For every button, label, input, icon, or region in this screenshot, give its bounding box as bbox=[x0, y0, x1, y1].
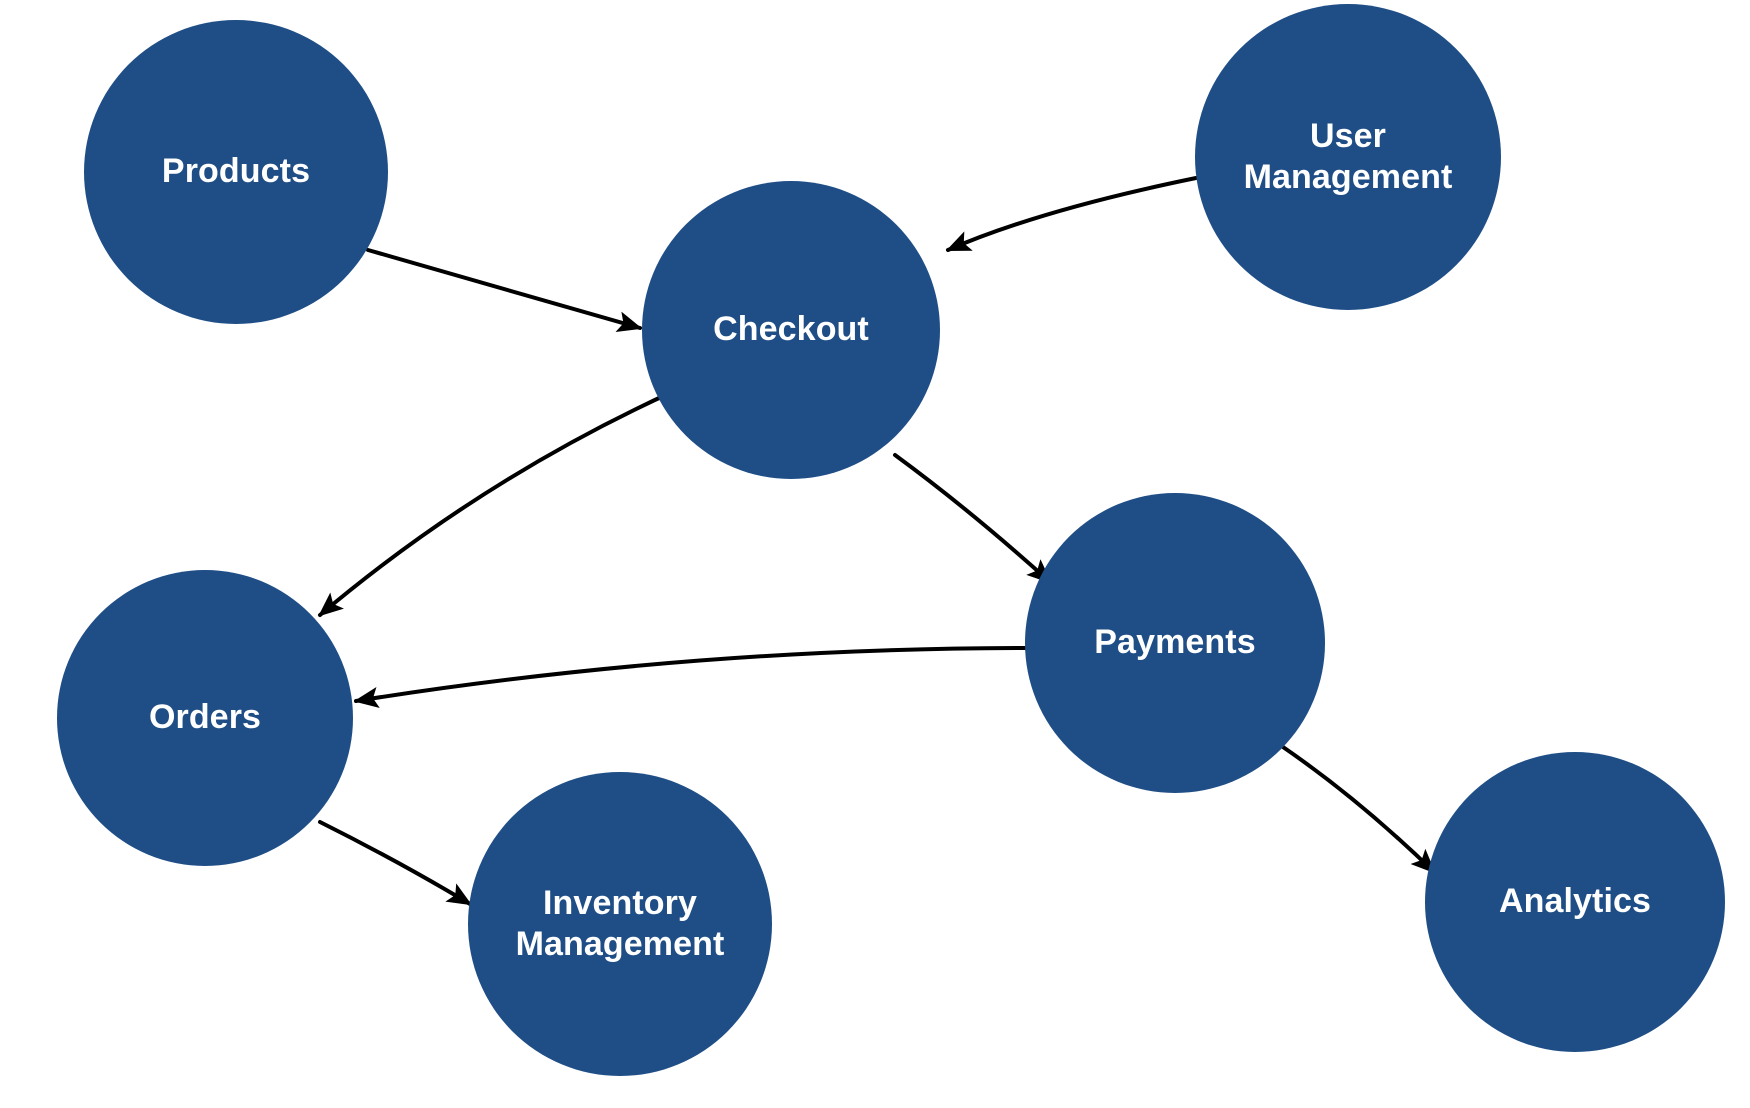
edge-payments-orders bbox=[353, 646, 1030, 708]
node-inventory-management[interactable]: Inventory Management bbox=[468, 772, 772, 1076]
node-label-orders: Orders bbox=[148, 698, 262, 737]
edge-checkout-payments bbox=[893, 453, 1052, 584]
node-label-payments: Payments bbox=[1094, 623, 1256, 662]
node-analytics[interactable]: Analytics bbox=[1425, 752, 1725, 1052]
edge-payments-analytics bbox=[1281, 745, 1436, 874]
node-products[interactable]: Products bbox=[84, 20, 388, 324]
edge-products-checkout bbox=[366, 248, 643, 333]
node-label-analytics: Analytics bbox=[1498, 882, 1652, 921]
edge-orders-inventory bbox=[318, 820, 473, 906]
node-label-checkout: Checkout bbox=[713, 310, 869, 349]
edge-usermgmt-checkout bbox=[945, 176, 1198, 252]
edge-checkout-orders bbox=[318, 390, 674, 617]
node-checkout[interactable]: Checkout bbox=[642, 181, 940, 479]
node-label-user-management: User Management bbox=[1243, 116, 1453, 196]
node-user-management[interactable]: User Management bbox=[1195, 4, 1501, 310]
node-label-inventory-management: Inventory Management bbox=[515, 883, 725, 963]
node-orders[interactable]: Orders bbox=[57, 570, 353, 866]
node-payments[interactable]: Payments bbox=[1025, 493, 1325, 793]
node-label-products: Products bbox=[161, 152, 311, 191]
